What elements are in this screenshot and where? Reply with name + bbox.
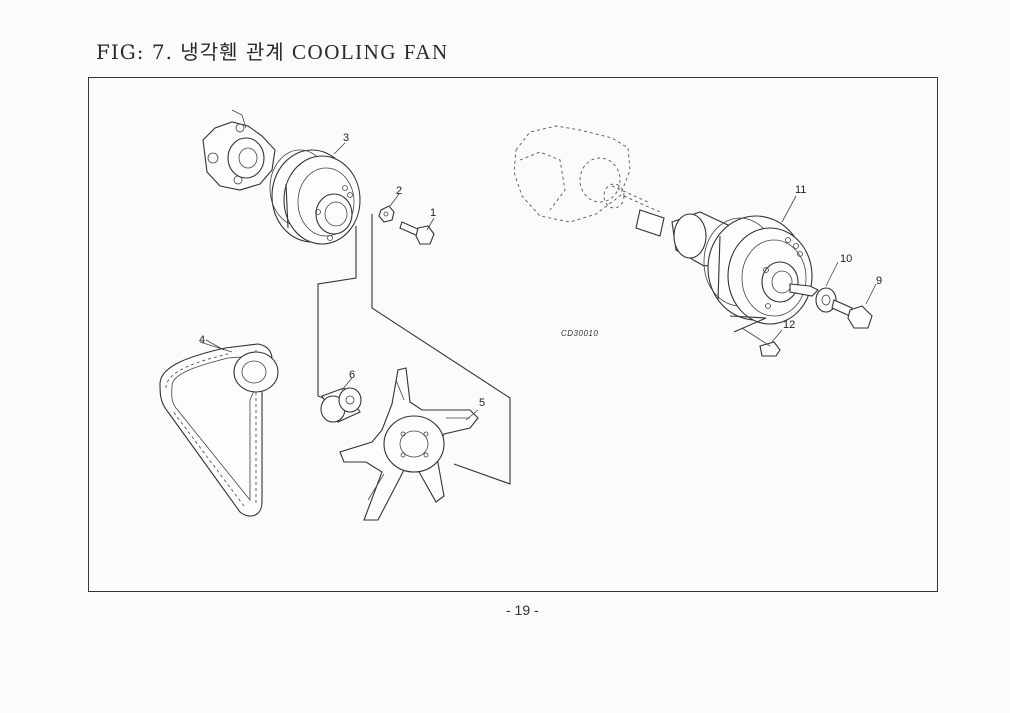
drawing-code: CD30010: [561, 329, 598, 338]
crankshaft-pulley-part-11: [635, 209, 813, 325]
title-korean: 냉각휀 관계: [180, 40, 285, 64]
key-part-12: [759, 341, 781, 357]
callout-1: 1: [430, 207, 436, 219]
page-title: FIG: 7. 냉각휀 관계 COOLING FAN: [96, 36, 449, 65]
diagram-frame: [88, 77, 938, 592]
callout-6: 6: [349, 369, 355, 381]
callout-10: 10: [840, 253, 852, 265]
callout-3: 3: [343, 132, 349, 144]
bolt-part-9: [831, 299, 873, 329]
callout-9: 9: [876, 275, 882, 287]
v-belt-part-4: [159, 341, 279, 517]
callout-5: 5: [479, 397, 485, 409]
fig-prefix: FIG: 7.: [96, 40, 173, 64]
page-number: - 19 -: [506, 602, 539, 618]
water-pump-assembly: [202, 109, 361, 245]
crankcase-dashed-outline: [513, 125, 661, 223]
bolt-part-1: [399, 221, 435, 245]
washer-part-10: [789, 283, 837, 313]
callout-11: 11: [795, 184, 806, 196]
washer-part-2: [378, 205, 395, 223]
callout-4: 4: [199, 334, 205, 346]
callout-2: 2: [396, 185, 402, 197]
title-english: COOLING FAN: [292, 40, 449, 64]
spacer-part-6: [320, 387, 362, 423]
fan-part-5: [339, 367, 479, 521]
callout-12: 12: [783, 319, 795, 331]
